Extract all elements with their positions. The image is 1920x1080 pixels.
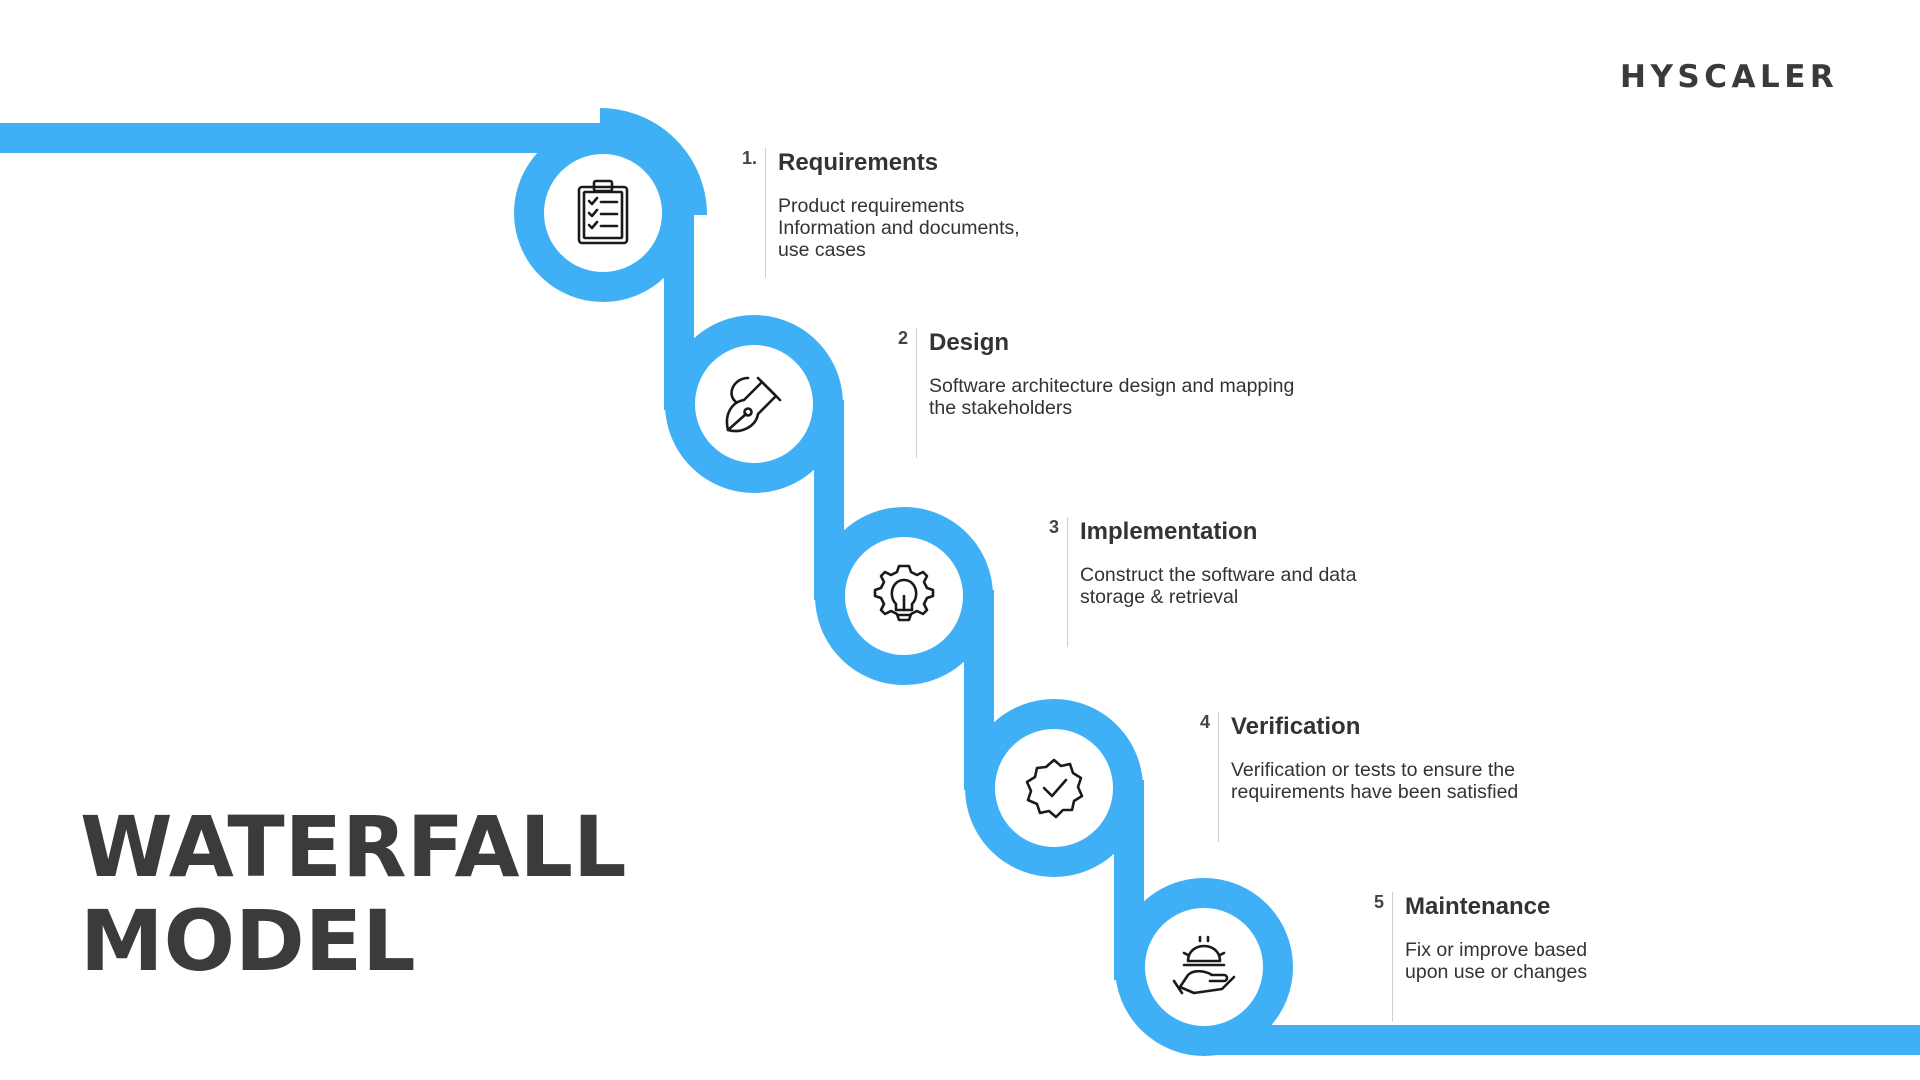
step-description-line: Information and documents,	[778, 217, 1020, 239]
step-text: Design Software architecture design and …	[916, 328, 1476, 458]
step-description-line: use cases	[778, 239, 866, 261]
step-maintenance: 5 Maintenance Fix or improve based upon …	[1374, 892, 1812, 1022]
page-title-line-2: MODEL	[80, 892, 416, 990]
step-description: Software architecture design and mapping…	[929, 375, 1476, 419]
step-title: Requirements	[778, 149, 939, 176]
step-description: Construct the software and data storage …	[1080, 564, 1627, 608]
step-verification: 4 Verification Verification or tests to …	[1200, 712, 1778, 842]
lightbulb-gear-icon	[873, 564, 935, 622]
step-description-line: Fix or improve based	[1405, 939, 1588, 961]
step-circle-5	[1115, 878, 1293, 1056]
step-number: 4	[1199, 712, 1210, 732]
step-description: Product requirements Information and doc…	[778, 195, 1325, 261]
step-implementation: 3 Implementation Construct the software …	[1049, 517, 1627, 647]
step-description-line: storage & retrieval	[1080, 586, 1239, 608]
step-text: Maintenance Fix or improve based upon us…	[1392, 892, 1812, 1022]
page-title: WATERFALL MODEL	[80, 800, 627, 988]
pen-nib-icon	[725, 376, 782, 433]
step-text: Implementation Construct the software an…	[1067, 517, 1627, 647]
step-number: 1.	[741, 148, 757, 168]
brand-logo: HYSCALER	[1620, 59, 1838, 95]
verified-badge-icon	[1025, 758, 1084, 819]
step-title: Verification	[1231, 713, 1361, 740]
flow-bar-bottom	[1200, 1025, 1920, 1055]
step-title: Implementation	[1080, 518, 1258, 545]
step-description-line: Construct the software and data	[1080, 564, 1357, 586]
step-description-line: requirements have been satisfied	[1231, 781, 1519, 803]
step-design: 2 Design Software architecture design an…	[898, 328, 1476, 458]
brand-logo-text: HYSCALER	[1620, 59, 1838, 95]
step-description-line: the stakeholders	[929, 397, 1073, 419]
step-description-line: Product requirements	[778, 195, 965, 217]
step-description-line: Software architecture design and mapping	[929, 375, 1295, 397]
step-number: 5	[1373, 892, 1384, 912]
step-circle-4	[965, 699, 1143, 877]
step-description-line: Verification or tests to ensure the	[1231, 759, 1515, 781]
clipboard-checklist-icon	[577, 179, 629, 245]
step-number: 2	[897, 328, 908, 348]
hand-gear-icon	[1172, 935, 1236, 995]
page-title-line-1: WATERFALL	[80, 798, 627, 896]
step-description-line: upon use or changes	[1405, 961, 1588, 983]
flow-bar-top	[0, 123, 600, 153]
step-title: Maintenance	[1405, 893, 1551, 920]
step-description: Fix or improve based upon use or changes	[1405, 939, 1812, 983]
step-title: Design	[929, 329, 1010, 356]
step-text: Verification Verification or tests to en…	[1218, 712, 1778, 842]
step-text: Requirements Product requirements Inform…	[765, 148, 1325, 278]
step-number: 3	[1048, 517, 1059, 537]
step-requirements: 1. Requirements Product requirements Inf…	[742, 148, 1325, 278]
step-description: Verification or tests to ensure the requ…	[1231, 759, 1778, 803]
step-circle-2	[665, 315, 843, 493]
